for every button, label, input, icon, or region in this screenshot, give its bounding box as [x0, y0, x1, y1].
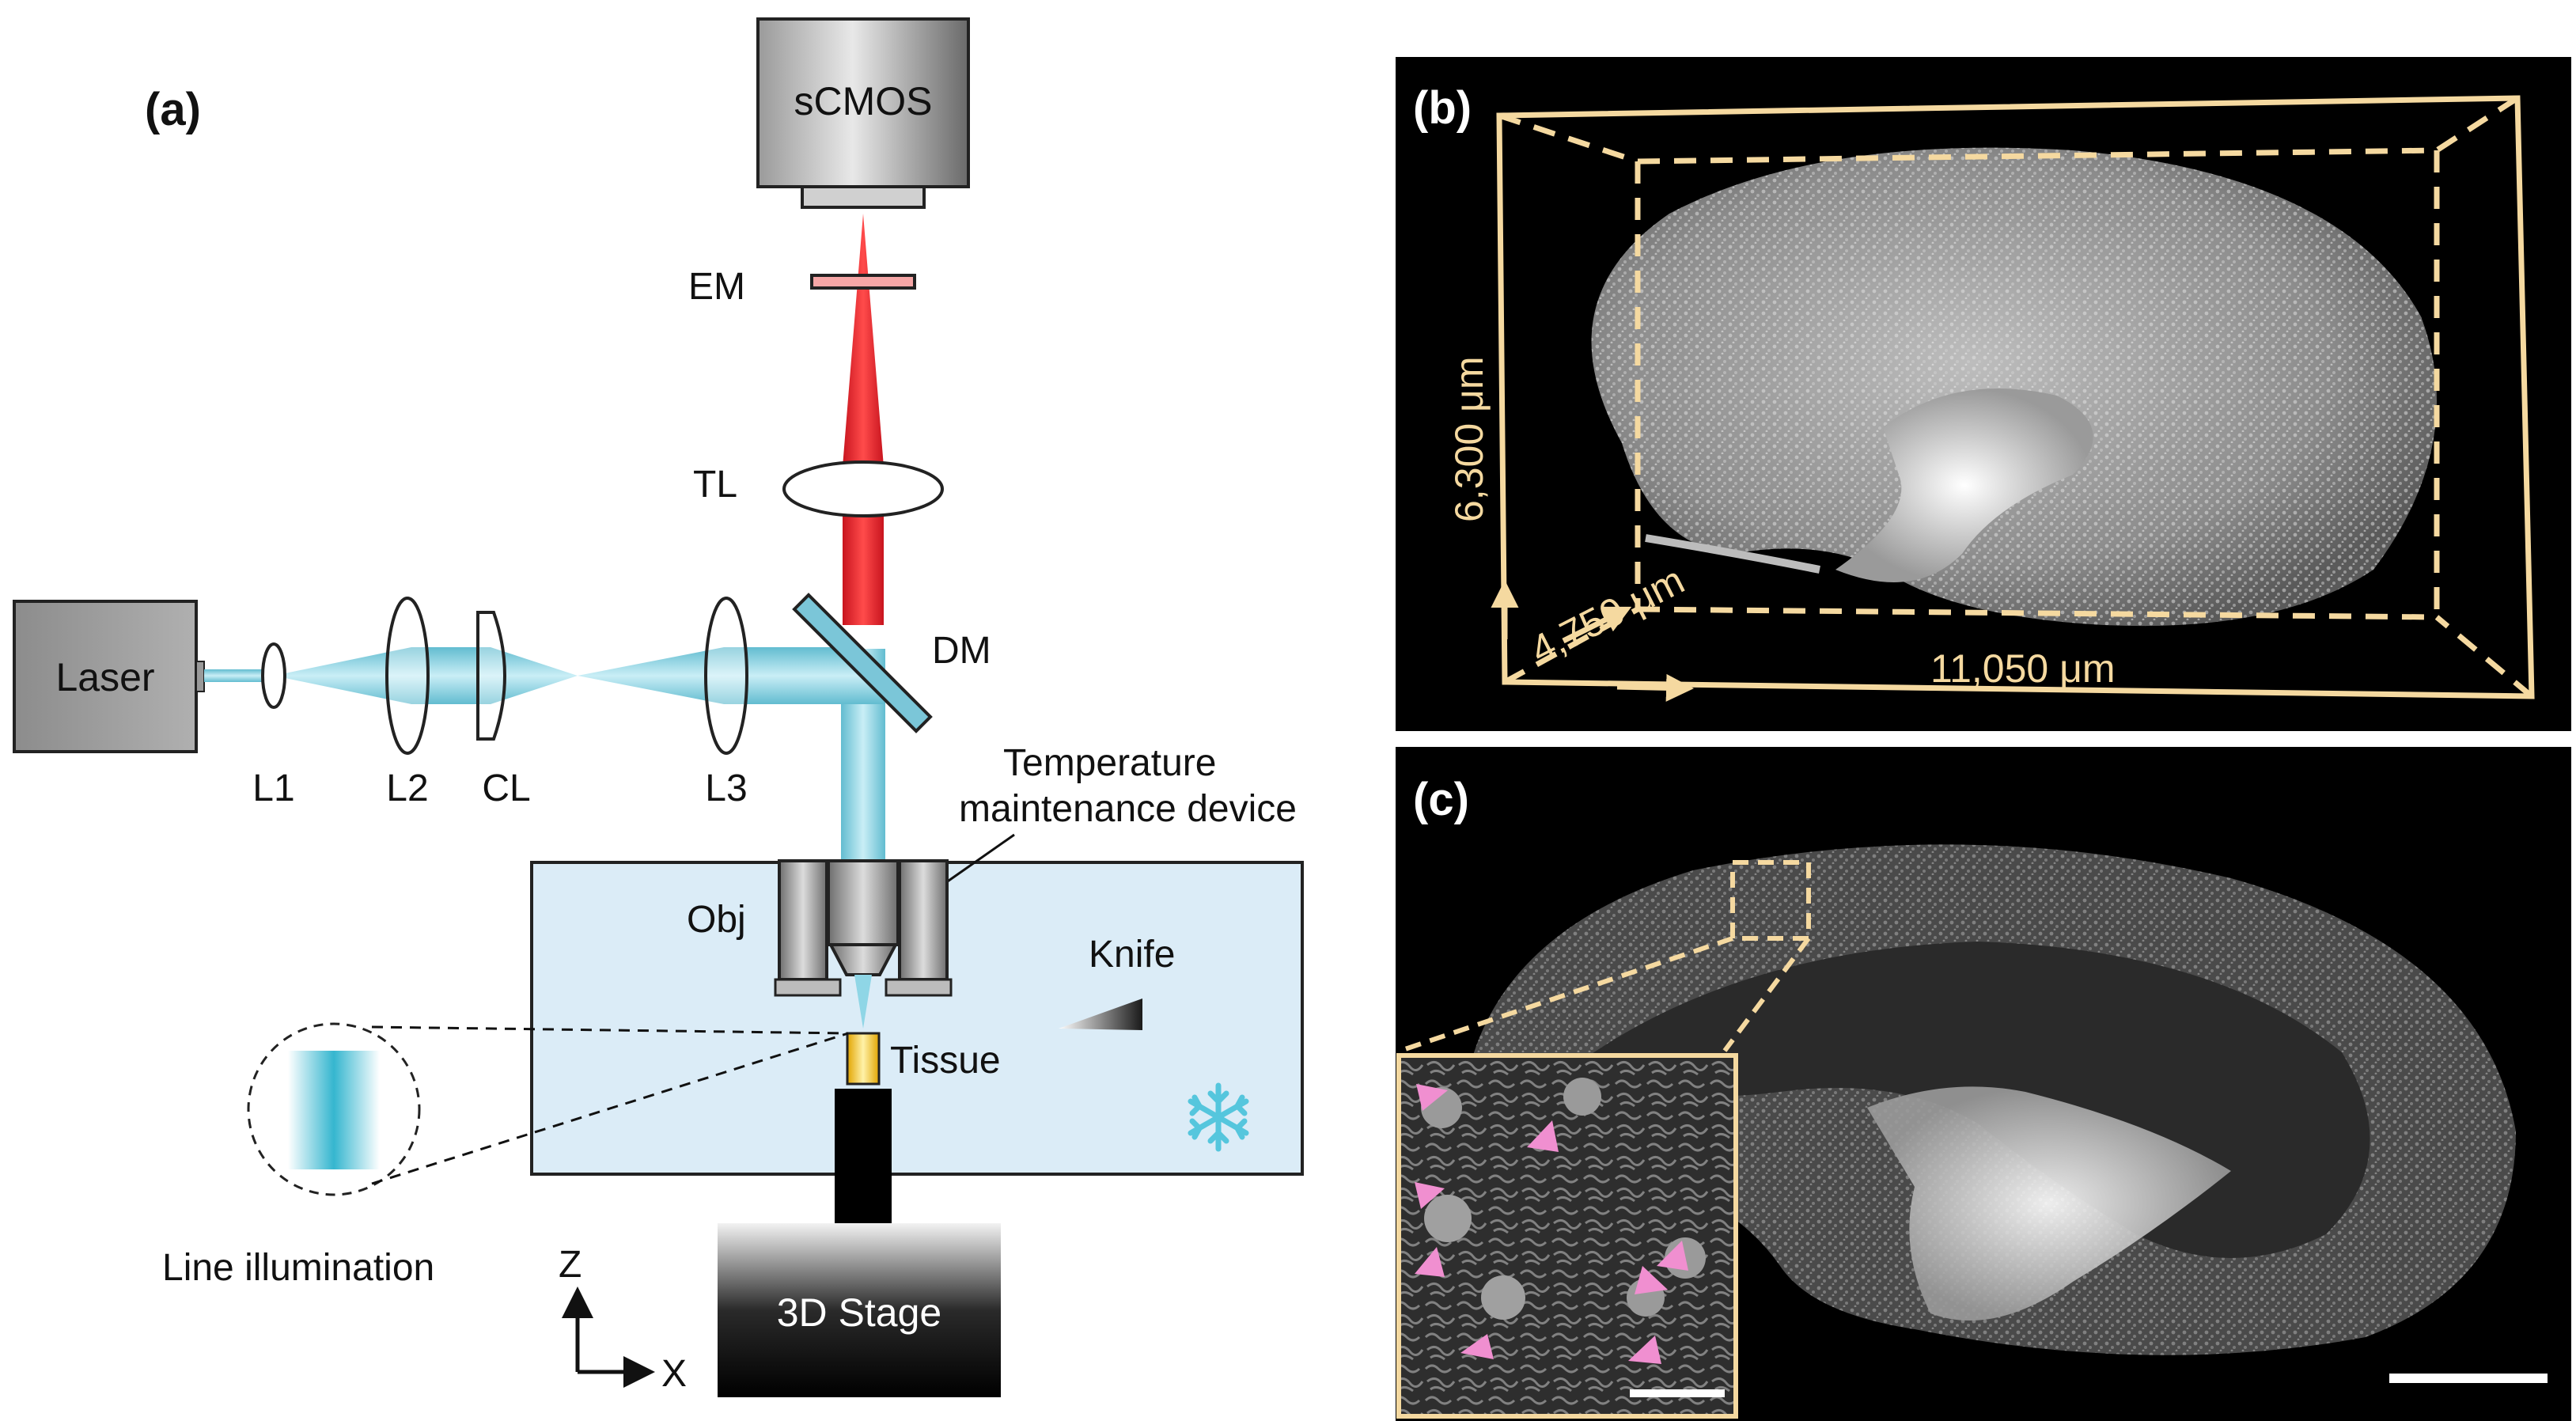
tl-label: TL: [693, 464, 737, 506]
beam-expansion: [274, 647, 411, 704]
roi-box: [1730, 860, 1811, 941]
glomerulus-arrowheads: [1415, 1084, 1688, 1364]
laser-label: Laser: [55, 655, 154, 699]
arrowhead-3: [1415, 1182, 1445, 1209]
panel-a-label: (a): [145, 84, 201, 135]
roi-connector-left: [1400, 936, 1733, 1053]
beam-to-l3: [578, 647, 724, 704]
arrowhead-8: [1628, 1336, 1661, 1364]
dim-width: 11,050 μm: [1930, 646, 2116, 691]
tissue-label: Tissue: [890, 1040, 1001, 1082]
depth-arrow: [1562, 606, 1632, 644]
em-label: EM: [688, 266, 745, 308]
l1-label: L1: [252, 767, 294, 809]
dichroic-mirror: DM: [792, 593, 991, 733]
panel-c-label: (c): [1413, 774, 1469, 825]
roi-connector-right: [1722, 937, 1811, 1052]
sample-holder: [835, 1089, 892, 1223]
tube-lens: TL: [693, 460, 944, 517]
laser: Laser: [13, 600, 205, 753]
inset-scalebar: [1630, 1389, 1725, 1397]
line-illumination-zoom: Line illumination: [162, 1022, 849, 1289]
scmos-camera: sCMOS: [756, 17, 970, 209]
temp-device-pointer: [942, 833, 1015, 886]
temp-device-label-1: Temperature: [1003, 742, 1216, 784]
cylindrical-lens: CL: [476, 611, 531, 809]
snowflake-icon: [1188, 1082, 1249, 1152]
dm-label: DM: [932, 630, 991, 672]
tissue-sample: Tissue: [846, 1032, 1001, 1086]
laser-beam-thin: [204, 669, 274, 682]
kidney-3d-render: [1591, 147, 2437, 627]
arrowhead-5: [1415, 1247, 1445, 1277]
lens-l1: L1: [252, 642, 295, 809]
cl-label: CL: [482, 767, 530, 809]
camera-label: sCMOS: [794, 79, 933, 123]
axis-x-label: X: [661, 1353, 687, 1395]
knife-label: Knife: [1089, 934, 1175, 976]
beam-cl-focus: [491, 647, 578, 704]
l2-label: L2: [386, 767, 428, 809]
arrowhead-2: [1527, 1120, 1559, 1152]
panel-b-label: (b): [1413, 82, 1472, 134]
axis-indicator: Z X: [559, 1244, 687, 1395]
obj-label: Obj: [687, 899, 746, 941]
axis-z-label: Z: [559, 1244, 581, 1286]
line-illum-label: Line illumination: [162, 1247, 434, 1289]
lens-l2: L2: [385, 597, 430, 809]
panel-b: 6,300 μm 4,750 μm 11,050 μm (b): [1396, 57, 2571, 731]
l3-label: L3: [705, 767, 747, 809]
arrowhead-7: [1460, 1334, 1494, 1359]
beam-l2-cl: [411, 647, 491, 704]
emission-beam: [843, 214, 884, 467]
arrowhead-4: [1657, 1241, 1688, 1271]
stage-3d: 3D Stage: [718, 1223, 1001, 1397]
lens-l3: L3: [704, 597, 748, 809]
arrowhead-1: [1416, 1084, 1448, 1111]
section-scalebar: [2389, 1374, 2548, 1383]
width-arrow: [1616, 673, 1694, 702]
knife: Knife: [1059, 934, 1175, 1030]
temp-device-label-2: maintenance device: [959, 788, 1297, 830]
arrowhead-6: [1635, 1266, 1668, 1294]
kidney-section: [1472, 844, 2516, 1355]
stage-label: 3D Stage: [777, 1290, 941, 1335]
emission-filter: EM: [688, 266, 916, 308]
panel-a: (a) sCMOS EM TL Laser: [13, 17, 1304, 1397]
dim-height: 6,300 μm: [1447, 357, 1491, 522]
objective: Obj: [687, 859, 953, 1029]
panel-c: (c): [1396, 747, 2571, 1421]
inset-zoom: [1396, 1053, 1738, 1419]
